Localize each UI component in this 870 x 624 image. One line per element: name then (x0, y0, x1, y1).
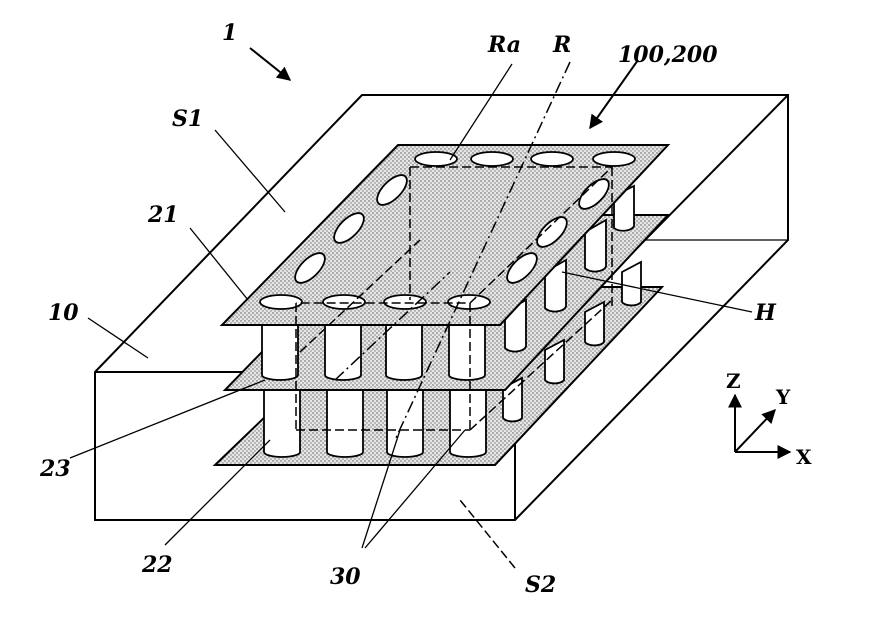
top-plate-holes (259, 151, 636, 310)
axis-z-label: Z (726, 369, 741, 393)
hole (530, 151, 574, 167)
label-structure: 100,200 (618, 42, 718, 68)
axis-indicator: Z Y X (726, 369, 812, 469)
hole (294, 252, 326, 284)
leader-lines (69, 47, 753, 569)
reference-labels: 1 Ra R 100,200 S1 21 10 H 23 22 30 S2 (39, 20, 777, 598)
axis-x-label: X (796, 445, 812, 469)
hole (333, 212, 365, 244)
label-region-a: Ra (487, 32, 521, 58)
lower-post (326, 389, 364, 458)
hole (447, 294, 491, 310)
label-surface-top: S1 (172, 106, 203, 132)
hole (383, 294, 427, 310)
label-hole: H (754, 300, 777, 326)
lower-posts (263, 260, 642, 458)
label-plate-bottom: 22 (141, 552, 173, 578)
hole (322, 294, 366, 310)
upper-post (261, 317, 299, 381)
label-posts: 30 (330, 564, 361, 590)
label-surface-bottom: S2 (525, 572, 556, 598)
upper-post (385, 317, 423, 381)
hole (536, 216, 568, 248)
upper-post (324, 317, 362, 381)
lower-post (386, 389, 424, 458)
lower-post (449, 389, 487, 458)
region-outlines (295, 61, 614, 441)
hole (506, 252, 538, 284)
hole (470, 151, 514, 167)
label-region: R (552, 32, 571, 58)
label-substrate: 10 (48, 300, 79, 326)
hole (414, 151, 458, 167)
axis-y-label: Y (775, 385, 791, 409)
upper-post (448, 317, 486, 381)
upper-posts (261, 184, 635, 381)
hole (578, 178, 610, 210)
label-assembly: 1 (222, 20, 237, 46)
hole (376, 174, 408, 206)
lower-post (263, 389, 301, 458)
label-plate-middle: 23 (39, 456, 71, 482)
hole (259, 294, 303, 310)
label-plate-top: 21 (147, 202, 179, 228)
hole (592, 151, 636, 167)
plate-21 (219, 144, 671, 326)
